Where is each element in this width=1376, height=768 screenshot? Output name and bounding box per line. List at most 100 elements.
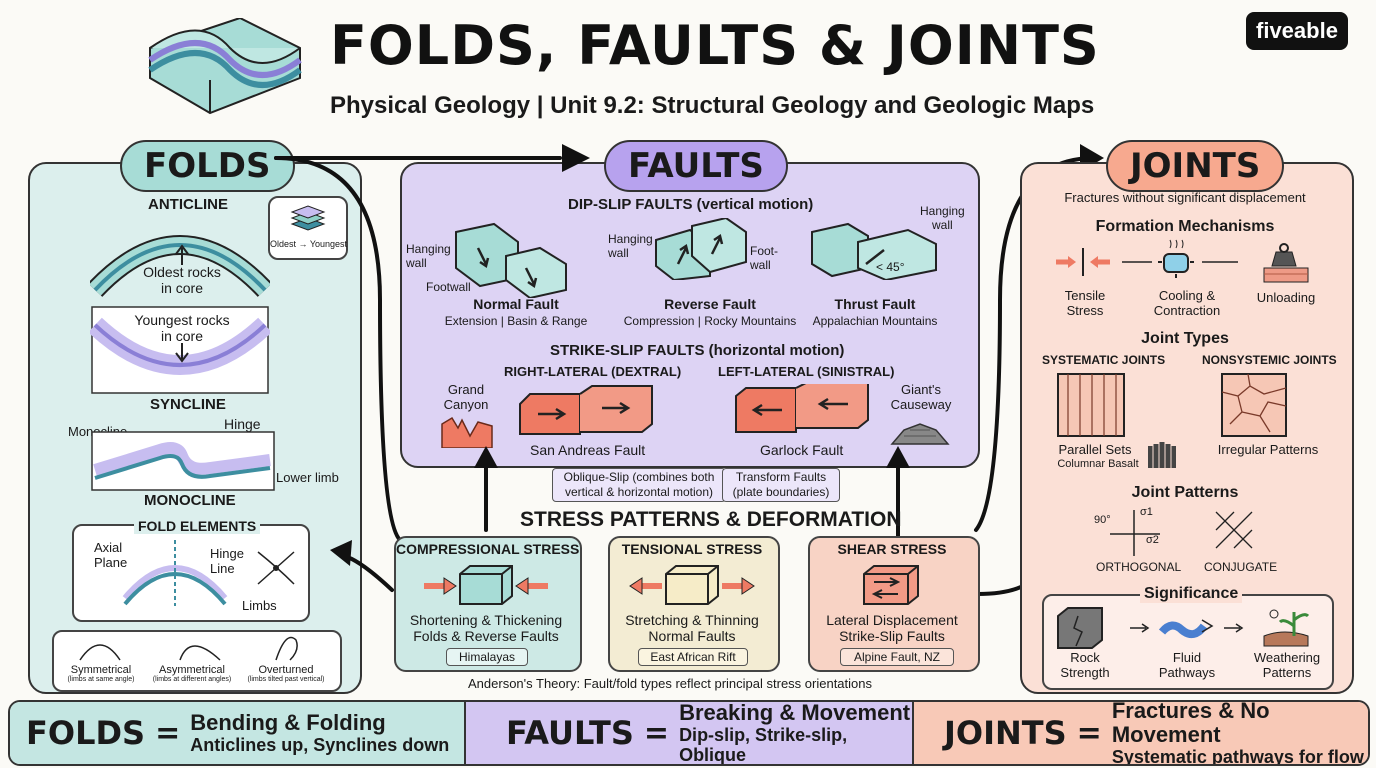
compression-icon — [424, 565, 548, 605]
transform-note: Transform Faults (plate boundaries) — [722, 468, 840, 502]
monocline-label: MONOCLINE — [144, 492, 236, 509]
shear-line1: Lateral Displacement — [826, 612, 958, 628]
reverse-fault-desc: Compression | Rocky Mountains — [623, 314, 797, 328]
sigma2-label: σ2 — [1146, 534, 1159, 546]
tensile-stress-label: Tensile Stress — [1064, 288, 1106, 318]
summary-term: FOLDS — [26, 714, 146, 752]
anticline-diagram — [90, 235, 270, 297]
parallel-sets-label: Parallel Sets — [1058, 442, 1132, 457]
youngest-core-label: Youngest rocks in core — [134, 312, 230, 344]
fold-type-name: Overturned — [258, 664, 314, 676]
tension-icon — [629, 565, 755, 605]
reverse-fault-icon — [655, 218, 747, 280]
shear-example: Alpine Fault, NZ — [840, 648, 954, 666]
columnar-basalt-label: Columnar Basalt — [1057, 458, 1139, 470]
summary-equals: = — [1076, 715, 1102, 751]
reverse-fault-name: Reverse Fault — [664, 296, 756, 312]
reverse-hanging-wall-label: Hanging wall — [608, 232, 653, 260]
axial-plane-label: Axial Plane — [94, 540, 128, 570]
faults-panel — [400, 162, 980, 468]
hinge-label: Hinge — [224, 416, 261, 432]
anderson-theory-note: Anderson's Theory: Fault/fold types refl… — [468, 676, 872, 691]
significance-icons — [1057, 607, 1310, 649]
layered-rock-logo-icon — [148, 18, 302, 115]
thrust-hanging-wall-label: Hanging wall — [920, 204, 965, 232]
dip-slip-heading: DIP-SLIP FAULTS (vertical motion) — [568, 196, 814, 213]
fold-type-overturned: Overturned (limbs tilted past vertical) — [236, 664, 336, 683]
conjugate-pattern-icon — [1215, 511, 1253, 549]
compressional-title: COMPRESSIONAL STRESS — [396, 541, 580, 557]
systematic-joints-icon — [1057, 373, 1125, 437]
right-lateral-label: RIGHT-LATERAL (DEXTRAL) — [504, 364, 682, 379]
stress-heading: STRESS PATTERNS & DEFORMATION — [520, 508, 902, 531]
compressional-line1: Shortening & Thickening — [409, 612, 563, 628]
canyon-icon — [441, 416, 493, 448]
summary-term: JOINTS — [944, 714, 1067, 752]
left-lateral-fault-icon — [735, 384, 869, 433]
weathering-label: Weathering Patterns — [1253, 650, 1321, 680]
legend-label: Oldest → Youngest — [270, 239, 348, 249]
summary-line2: Systematic pathways for flow — [1111, 747, 1364, 766]
fluid-pathways-label: Fluid Pathways — [1158, 650, 1216, 680]
normal-footwall-label: Footwall — [426, 280, 471, 294]
normal-fault-desc: Extension | Basin & Range — [444, 314, 588, 328]
syncline-label: SYNCLINE — [150, 396, 226, 413]
nonsystematic-joints-icon — [1221, 373, 1287, 437]
fold-type-name: Symmetrical — [70, 664, 132, 676]
folds-heading: FOLDS — [120, 140, 295, 192]
tensional-example: East African Rift — [638, 648, 748, 666]
joint-patterns-heading: Joint Patterns — [1131, 484, 1239, 501]
fold-type-desc: (limbs at same angle) — [67, 676, 135, 683]
normal-hanging-wall-label: Hanging wall — [406, 242, 451, 270]
formation-mechanisms-icons — [1056, 239, 1309, 283]
irregular-patterns-label: Irregular Patterns — [1217, 442, 1319, 457]
nonsystematic-label: NONSYSTEMIC JOINTS — [1202, 353, 1337, 367]
fold-types-box — [52, 630, 342, 692]
hinge-line-label: Hinge Line — [210, 546, 244, 576]
thrust-fault-name: Thrust Fault — [834, 296, 916, 312]
summary-term: FAULTS — [506, 714, 634, 752]
sigma1-label: σ1 — [1140, 506, 1153, 518]
basalt-column-icon — [1148, 442, 1176, 468]
normal-fault-icon — [455, 222, 567, 298]
formation-heading: Formation Mechanisms — [1095, 218, 1275, 235]
fold-legend-box: Oldest → Youngest — [268, 196, 348, 260]
orthogonal-label: ORTHOGONAL — [1096, 560, 1182, 574]
grand-canyon-label: Grand Canyon — [443, 382, 489, 412]
lower-limb-label: Lower limb — [276, 470, 339, 485]
fold-type-symmetrical: Symmetrical (limbs at same angle) — [54, 664, 148, 683]
oblique-slip-note: Oblique-Slip (combines both vertical & h… — [552, 468, 726, 502]
thrust-fault-desc: Appalachian Mountains — [812, 314, 938, 328]
shear-title: SHEAR STRESS — [837, 541, 947, 557]
fold-type-name: Asymmetrical — [158, 664, 225, 676]
systematic-label: SYSTEMATIC JOINTS — [1042, 353, 1166, 367]
significance-heading: Significance — [1140, 585, 1243, 603]
summary-line2: Anticlines up, Synclines down — [190, 735, 450, 755]
syncline-diagram — [90, 306, 270, 394]
summary-line1: Fractures & No Movement — [1111, 700, 1270, 747]
oldest-core-label: Oldest rocks in core — [143, 264, 221, 296]
causeway-icon — [890, 423, 950, 445]
summary-line1: Bending & Folding — [190, 710, 386, 735]
conjugate-label: CONJUGATE — [1204, 560, 1278, 574]
fold-type-desc: (limbs at different angles) — [152, 676, 232, 683]
shear-line2: Strike-Slip Faults — [839, 628, 945, 644]
brand-logo[interactable]: fiveable — [1246, 12, 1348, 50]
fold-elements-label: FOLD ELEMENTS — [134, 518, 261, 534]
tensional-line2: Normal Faults — [648, 628, 736, 644]
left-lateral-label: LEFT-LATERAL (SINISTRAL) — [718, 364, 895, 379]
fold-type-desc: (limbs tilted past vertical) — [247, 676, 325, 683]
summary-equals: = — [155, 715, 181, 751]
right-lateral-fault-icon — [519, 385, 653, 435]
strike-slip-heading: STRIKE-SLIP FAULTS (horizontal motion) — [550, 342, 845, 359]
fold-type-icons — [79, 636, 298, 661]
deg90-label: 90° — [1094, 514, 1111, 526]
san-andreas-label: San Andreas Fault — [530, 442, 646, 458]
thrust-angle-label: < 45° — [876, 260, 905, 274]
